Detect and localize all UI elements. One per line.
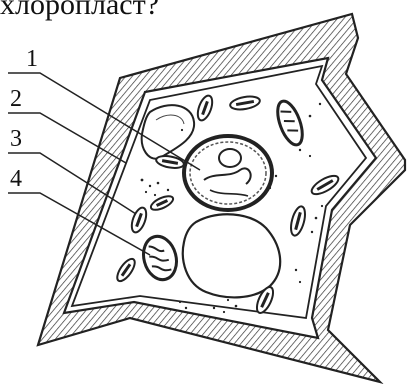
label-4: 4 xyxy=(10,166,22,192)
nucleus xyxy=(184,136,272,210)
label-2: 2 xyxy=(10,86,22,112)
label-1: 1 xyxy=(26,46,38,72)
central-vacuole xyxy=(183,214,280,297)
label-3: 3 xyxy=(10,126,22,152)
